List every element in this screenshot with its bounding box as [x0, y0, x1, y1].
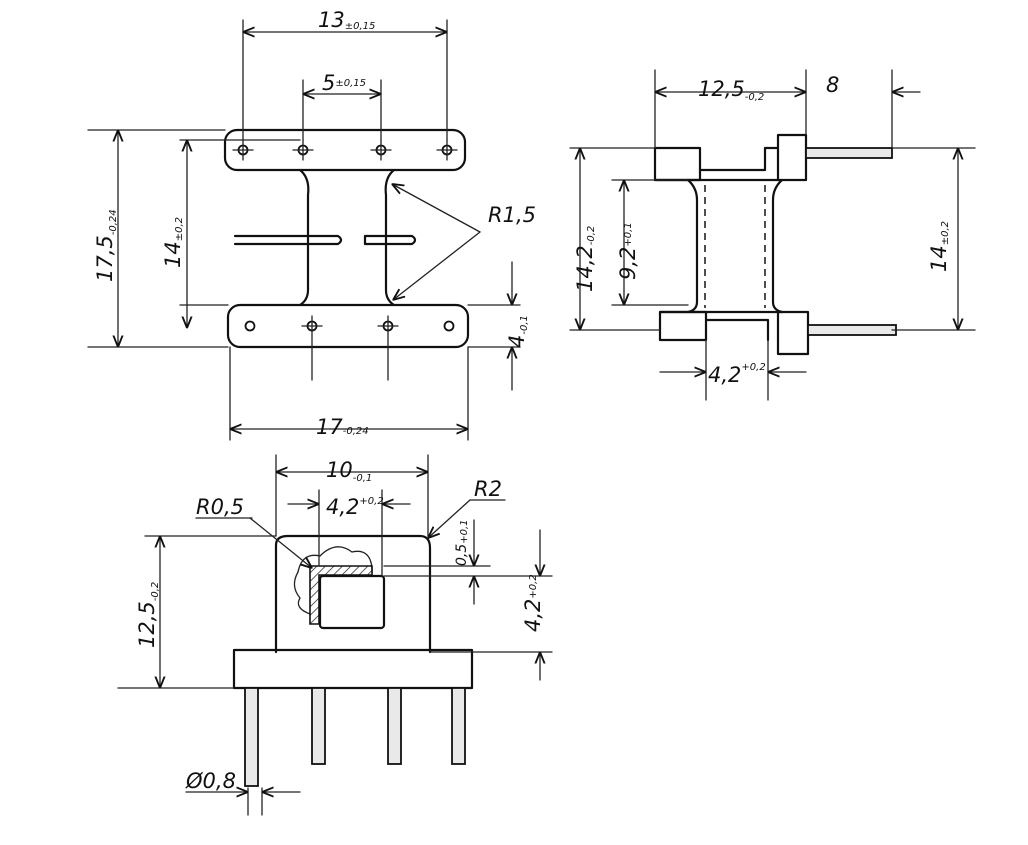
right-tab [363, 234, 417, 246]
side-top-post [776, 133, 808, 182]
dim-flange-thickness: 4-0,1 [505, 315, 530, 348]
side-view: 12,5-0,2 8 14,2-0,2 9,2+0,1 14±0,2 4,2+0… [569, 69, 976, 401]
front-base [232, 648, 474, 690]
dim-fillet-radius: R0,5 [196, 495, 244, 519]
dim-core-width-side: 4,2+0,2 [708, 362, 766, 387]
side-top-pin [805, 147, 893, 159]
dim-front-width: 10-0,1 [326, 458, 372, 484]
dim-wall-thickness: 0,5+0,1 [454, 519, 470, 566]
front-pin-2 [311, 687, 326, 765]
dim-core-width-front: 4,2+0,2 [326, 495, 384, 519]
dim-pin-pitch: 5±0,15 [322, 71, 366, 95]
dim-inner-height: 14±0,2 [161, 217, 185, 268]
front-core [318, 574, 386, 630]
dim-overall-height: 17,5-0,24 [93, 209, 119, 282]
side-bottom-block [658, 310, 708, 342]
front-hatched-wall [309, 565, 373, 625]
upper-flange [223, 128, 467, 172]
side-top-block [653, 146, 702, 182]
dim-top-width: 13±0,15 [318, 8, 375, 32]
side-bottom-post [776, 310, 810, 356]
side-bottom-pin [807, 324, 897, 336]
front-pin-1 [244, 687, 259, 787]
dim-pin-diameter: Ø0,8 [185, 769, 236, 793]
dim-outer-radius: R2 [474, 477, 502, 501]
dim-side-depth: 12,5-0,2 [698, 77, 764, 103]
dim-side-height: 14,2-0,2 [573, 226, 597, 292]
front-pin-3 [387, 687, 402, 765]
front-view: 10-0,1 R0,5 4,2+0,2 R2 0,5+0,1 4,2+0,2 1… [117, 454, 553, 816]
dim-front-height: 12,5-0,2 [135, 582, 161, 648]
dim-corner-radius: R1,5 [488, 203, 536, 227]
dim-bottom-width: 17-0,24 [316, 415, 369, 439]
dim-side-right-height: 14±0,2 [927, 221, 951, 272]
hole-bottom-4 [443, 320, 455, 332]
hole-bottom-1 [244, 320, 256, 332]
lower-flange [226, 303, 470, 349]
dim-core-height: 9,2+0,1 [616, 222, 640, 280]
dim-pin-protrusion: 8 [826, 73, 839, 97]
plan-view: 13±0,15 5±0,15 17,5-0,24 14±0,2 R1,5 4-0… [87, 8, 536, 441]
waist-body [298, 168, 310, 307]
front-pin-4 [451, 687, 466, 765]
dim-core-height-front: 4,2+0,2 [521, 574, 545, 632]
front-body [274, 534, 432, 654]
left-tab [233, 234, 343, 246]
